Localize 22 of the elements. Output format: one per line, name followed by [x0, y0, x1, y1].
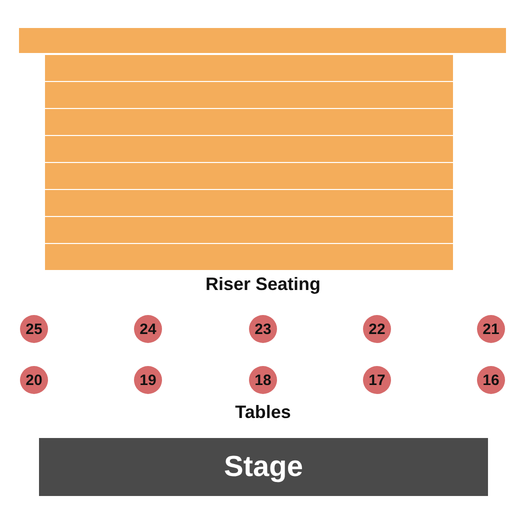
- riser-row: [45, 109, 453, 135]
- table-seat: 25: [20, 315, 48, 343]
- riser-row: [45, 136, 453, 162]
- table-seat: 21: [477, 315, 505, 343]
- riser-row: [45, 217, 453, 243]
- stage-block: Stage: [39, 438, 488, 496]
- riser-row: [45, 82, 453, 108]
- table-seat: 18: [249, 366, 277, 394]
- table-seat: 17: [363, 366, 391, 394]
- riser-row: [45, 163, 453, 189]
- table-seat: 24: [134, 315, 162, 343]
- riser-row: [19, 28, 506, 53]
- table-seat: 23: [249, 315, 277, 343]
- table-seat: 20: [20, 366, 48, 394]
- table-seat: 19: [134, 366, 162, 394]
- table-seat: 22: [363, 315, 391, 343]
- riser-row: [45, 190, 453, 216]
- riser-row: [45, 55, 453, 81]
- section-label: Tables: [235, 402, 291, 423]
- section-label: Riser Seating: [205, 274, 321, 295]
- table-seat: 16: [477, 366, 505, 394]
- riser-row: [45, 244, 453, 270]
